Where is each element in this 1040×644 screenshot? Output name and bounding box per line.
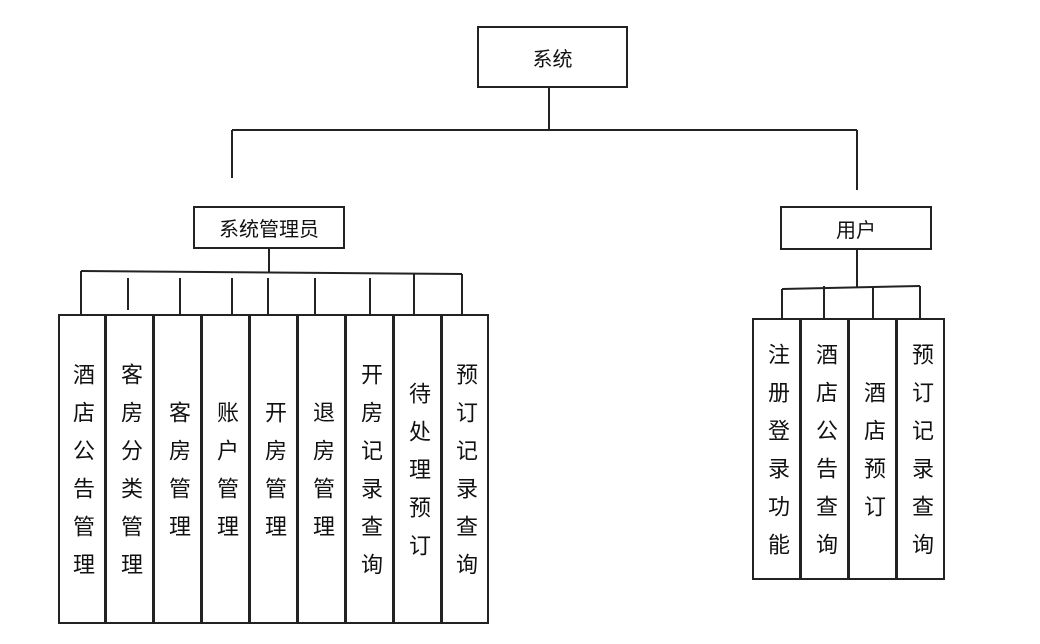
user-child-hotel-booking: 酒店预订	[848, 318, 897, 580]
admin-child-check-out-management: 退房管理	[297, 314, 346, 624]
root-node: 系统	[477, 26, 628, 88]
user-child-booking-record-query: 预订记录查询	[896, 318, 945, 580]
user-child-register-login: 注册登录功能	[752, 318, 801, 580]
admin-child-check-in-management: 开房管理	[249, 314, 298, 624]
admin-child-room-category-management: 客房分类管理	[105, 314, 154, 624]
admin-child-room-management: 客房管理	[153, 314, 202, 624]
admin-node: 系统管理员	[193, 206, 345, 249]
admin-child-account-management: 账户管理	[201, 314, 250, 624]
admin-child-check-in-record-query: 开房记录查询	[345, 314, 394, 624]
admin-child-booking-record-query: 预订记录查询	[441, 314, 489, 624]
admin-child-pending-bookings: 待处理预订	[393, 314, 442, 624]
admin-child-hotel-notice-management: 酒店公告管理	[58, 314, 106, 624]
user-child-hotel-notice-query: 酒店公告查询	[800, 318, 849, 580]
user-node: 用户	[780, 206, 932, 250]
